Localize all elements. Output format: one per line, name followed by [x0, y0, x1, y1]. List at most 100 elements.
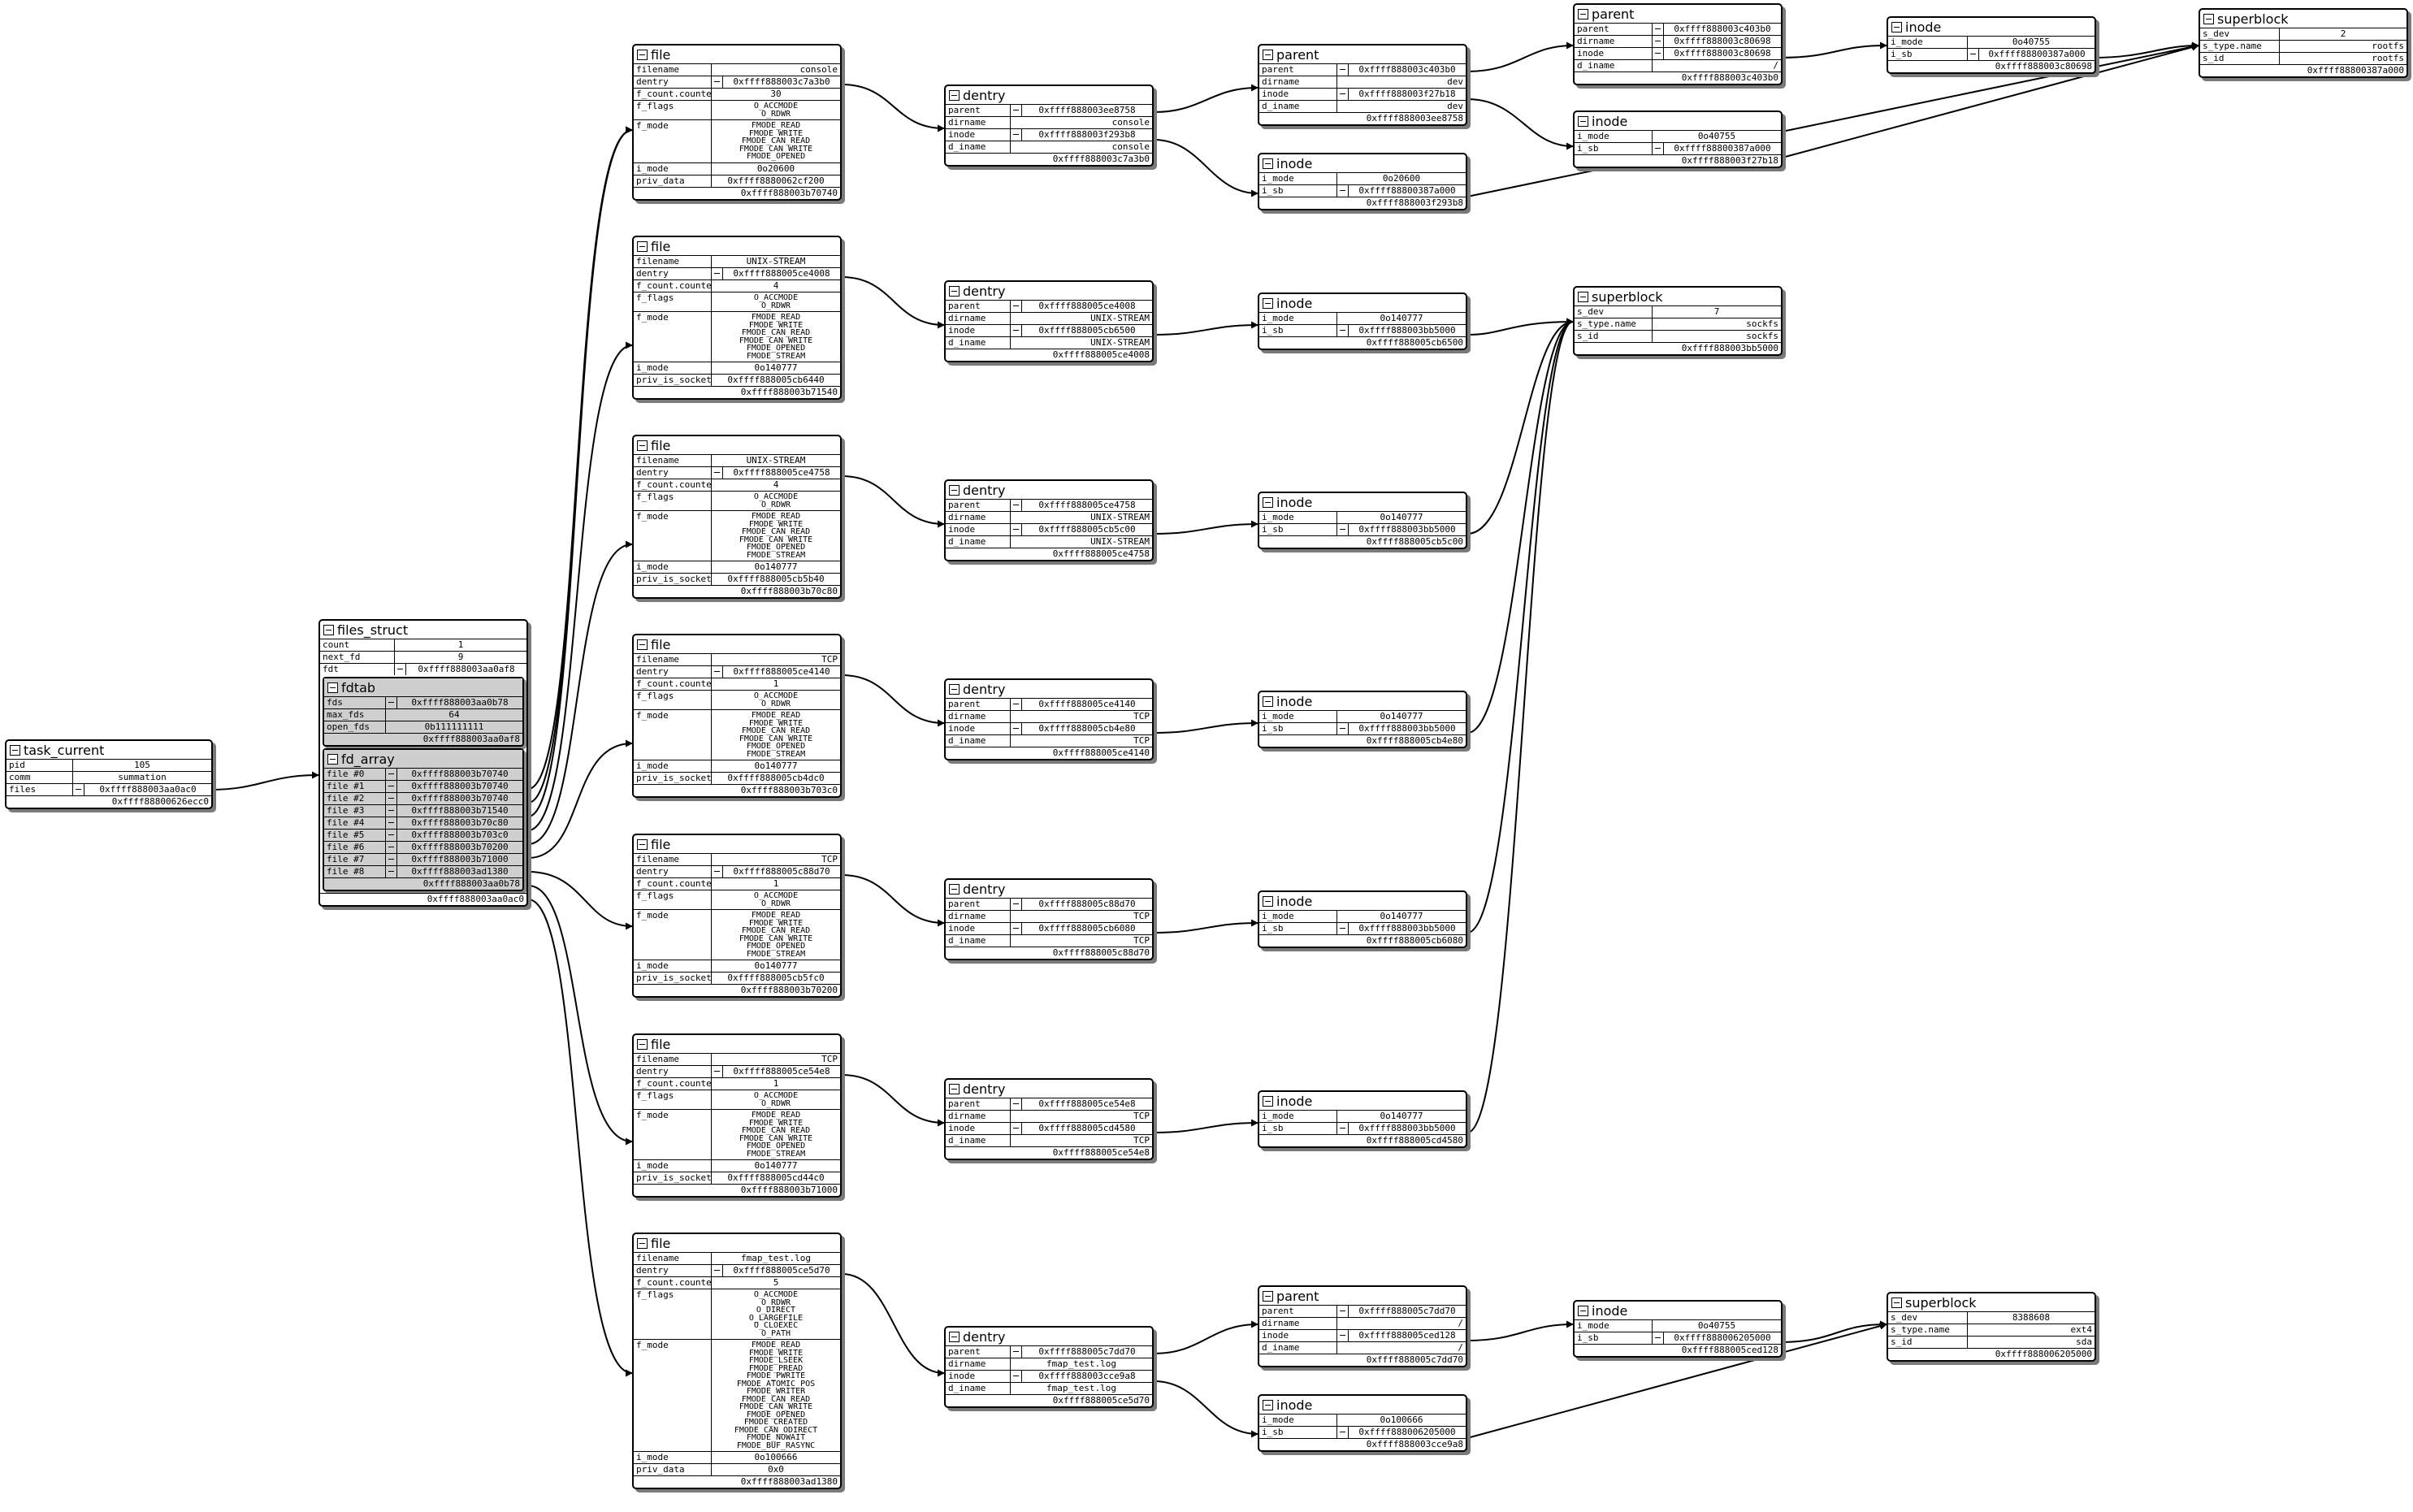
collapse-icon[interactable] — [637, 440, 648, 451]
collapse-toggle-icon[interactable] — [712, 666, 723, 678]
collapse-icon[interactable] — [949, 285, 960, 297]
collapse-toggle-icon[interactable] — [1011, 524, 1022, 535]
collapse-toggle-icon[interactable] — [1337, 325, 1349, 336]
collapse-toggle-icon[interactable] — [1011, 129, 1022, 141]
collapse-icon[interactable] — [323, 624, 334, 635]
collapse-toggle-icon[interactable] — [712, 866, 723, 877]
collapse-icon[interactable] — [949, 883, 960, 895]
collapse-icon[interactable] — [1263, 49, 1273, 60]
collapse-toggle-icon[interactable] — [386, 842, 397, 853]
collapse-icon[interactable] — [1891, 21, 1902, 32]
collapse-toggle-icon[interactable] — [1337, 1427, 1349, 1438]
collapse-icon[interactable] — [1263, 496, 1273, 508]
struct-header[interactable]: parent — [1575, 5, 1781, 23]
struct-header[interactable]: superblock — [1888, 1293, 2095, 1311]
collapse-icon[interactable] — [949, 683, 960, 695]
collapse-toggle-icon[interactable] — [386, 817, 397, 829]
collapse-toggle-icon[interactable] — [1653, 48, 1664, 59]
collapse-toggle-icon[interactable] — [712, 268, 723, 279]
sub-struct-header[interactable]: fdtab — [324, 678, 522, 696]
collapse-toggle-icon[interactable] — [1337, 1306, 1349, 1317]
struct-header[interactable]: inode — [1259, 493, 1466, 511]
collapse-icon[interactable] — [327, 682, 338, 693]
struct-header[interactable]: inode — [1259, 154, 1466, 172]
collapse-toggle-icon[interactable] — [1337, 185, 1349, 197]
collapse-toggle-icon[interactable] — [1011, 923, 1022, 934]
collapse-icon[interactable] — [1263, 158, 1273, 169]
struct-header[interactable]: file — [634, 1035, 840, 1053]
collapse-toggle-icon[interactable] — [386, 854, 397, 865]
collapse-toggle-icon[interactable] — [712, 467, 723, 479]
collapse-toggle-icon[interactable] — [1337, 1330, 1349, 1341]
collapse-toggle-icon[interactable] — [386, 697, 397, 708]
collapse-toggle-icon[interactable] — [1968, 49, 1979, 60]
collapse-icon[interactable] — [949, 484, 960, 496]
collapse-toggle-icon[interactable] — [1011, 500, 1022, 511]
collapse-toggle-icon[interactable] — [1011, 1346, 1022, 1358]
struct-header[interactable]: dentry — [946, 282, 1152, 300]
collapse-icon[interactable] — [949, 89, 960, 101]
collapse-toggle-icon[interactable] — [386, 805, 397, 817]
collapse-toggle-icon[interactable] — [386, 793, 397, 804]
collapse-icon[interactable] — [637, 240, 648, 252]
sub-struct-header[interactable]: fd_array — [324, 750, 522, 768]
collapse-toggle-icon[interactable] — [1653, 36, 1664, 47]
collapse-toggle-icon[interactable] — [1653, 24, 1664, 35]
collapse-toggle-icon[interactable] — [1011, 301, 1022, 312]
collapse-icon[interactable] — [1578, 115, 1588, 127]
collapse-toggle-icon[interactable] — [1011, 899, 1022, 910]
collapse-icon[interactable] — [1263, 695, 1273, 707]
struct-header[interactable]: dentry — [946, 880, 1152, 898]
collapse-toggle-icon[interactable] — [712, 1066, 723, 1077]
collapse-icon[interactable] — [637, 1237, 648, 1249]
collapse-toggle-icon[interactable] — [1337, 1123, 1349, 1134]
collapse-toggle-icon[interactable] — [1011, 723, 1022, 734]
collapse-toggle-icon[interactable] — [1011, 699, 1022, 710]
collapse-icon[interactable] — [2203, 13, 2214, 24]
collapse-icon[interactable] — [1263, 1290, 1273, 1302]
collapse-toggle-icon[interactable] — [73, 784, 84, 795]
collapse-icon[interactable] — [1578, 1305, 1588, 1316]
struct-header[interactable]: inode — [1575, 1302, 1781, 1319]
collapse-icon[interactable] — [949, 1331, 960, 1342]
collapse-toggle-icon[interactable] — [386, 769, 397, 780]
struct-header[interactable]: parent — [1259, 1287, 1466, 1305]
collapse-toggle-icon[interactable] — [1011, 1371, 1022, 1382]
collapse-toggle-icon[interactable] — [1337, 723, 1349, 734]
struct-header[interactable]: inode — [1575, 112, 1781, 130]
collapse-icon[interactable] — [637, 838, 648, 850]
collapse-icon[interactable] — [1578, 291, 1588, 302]
collapse-toggle-icon[interactable] — [1337, 923, 1349, 934]
collapse-toggle-icon[interactable] — [1653, 1332, 1664, 1344]
struct-header[interactable]: inode — [1259, 1092, 1466, 1110]
struct-header[interactable]: inode — [1888, 18, 2095, 36]
collapse-toggle-icon[interactable] — [395, 664, 406, 675]
collapse-icon[interactable] — [1263, 1095, 1273, 1107]
collapse-toggle-icon[interactable] — [1337, 524, 1349, 535]
struct-header[interactable]: superblock — [1575, 288, 1781, 305]
